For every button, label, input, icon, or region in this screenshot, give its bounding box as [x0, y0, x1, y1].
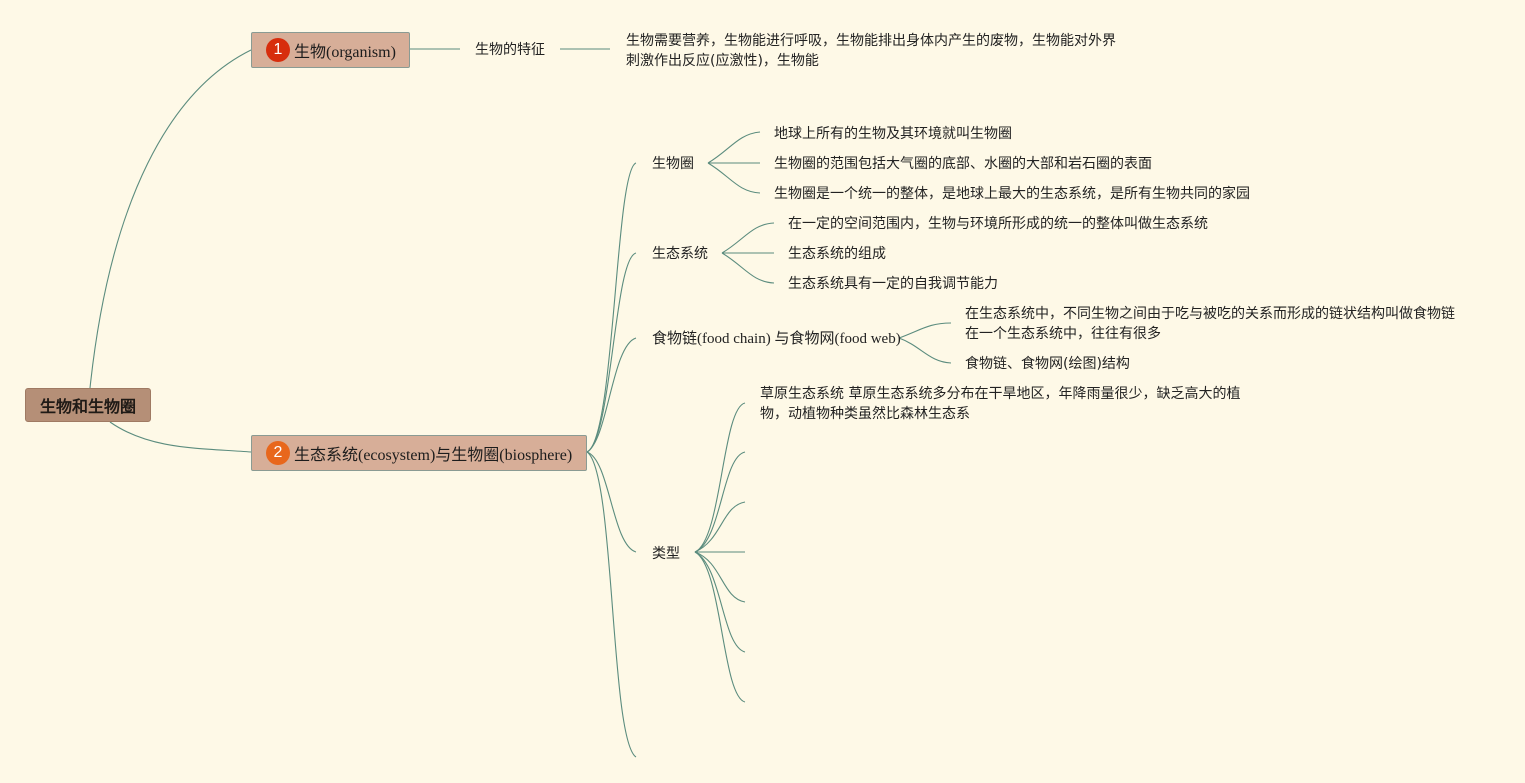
topic-foodchain[interactable]: 食物链(food chain) 与食物网(food web) — [652, 331, 901, 347]
link-eco-extra — [586, 451, 637, 758]
topic-biosphere[interactable]: 生物圈 — [652, 156, 694, 172]
link-root-ecosystem — [109, 421, 252, 453]
foodchain-item[interactable]: 在生态系统中，不同生物之间由于吃与被吃的关系而形成的链状结构叫做食物链在一个生态… — [965, 306, 1455, 342]
root-topic[interactable]: 生物和生物圈 — [25, 388, 151, 422]
foodchain-item[interactable]: 食物链、食物网(绘图)结构 — [965, 356, 1130, 372]
ecosystem-item[interactable]: 生态系统具有一定的自我调节能力 — [788, 276, 998, 292]
priority-2-icon: 2 — [266, 441, 290, 465]
topic-ecosystem-label: 生态系统(ecosystem)与生物圈(biosphere) — [294, 447, 573, 464]
priority-1-icon: 1 — [266, 38, 290, 62]
topic-ecosystem[interactable]: 2 生态系统(ecosystem)与生物圈(biosphere) — [251, 435, 587, 471]
topic-types[interactable]: 类型 — [652, 546, 680, 562]
ecosystem-item[interactable]: 生态系统的组成 — [788, 246, 886, 262]
topic-organism-label: 生物(organism) — [294, 44, 396, 61]
topic-organism[interactable]: 1 生物(organism) — [251, 32, 410, 68]
ecosystem-item[interactable]: 在一定的空间范围内，生物与环境所形成的统一的整体叫做生态系统 — [788, 216, 1208, 232]
link-eco-system — [586, 252, 637, 453]
link-root-organism — [89, 49, 252, 389]
biosphere-item[interactable]: 地球上所有的生物及其环境就叫生物圈 — [774, 126, 1012, 142]
biosphere-item[interactable]: 生物圈是一个统一的整体，是地球上最大的生态系统，是所有生物共同的家园 — [774, 186, 1250, 202]
biosphere-item[interactable]: 生物圈的范围包括大气圈的底部、水圈的大部和岩石圈的表面 — [774, 156, 1152, 172]
link-eco-types — [586, 451, 637, 553]
topic-organism-feature[interactable]: 生物的特征 — [475, 42, 545, 58]
types-item[interactable]: 草原生态系统 草原生态系统多分布在干旱地区，年降雨量很少，缺乏高大的植物，动植物… — [760, 386, 1241, 422]
topic-organism-feature-desc[interactable]: 生物需要营养，生物能进行呼吸，生物能排出身体内产生的废物，生物能对外界刺激作出反… — [626, 33, 1116, 69]
link-eco-foodchain — [586, 337, 637, 453]
topic-ecosystem-def[interactable]: 生态系统 — [652, 246, 708, 262]
link-eco-biosphere — [586, 162, 637, 453]
